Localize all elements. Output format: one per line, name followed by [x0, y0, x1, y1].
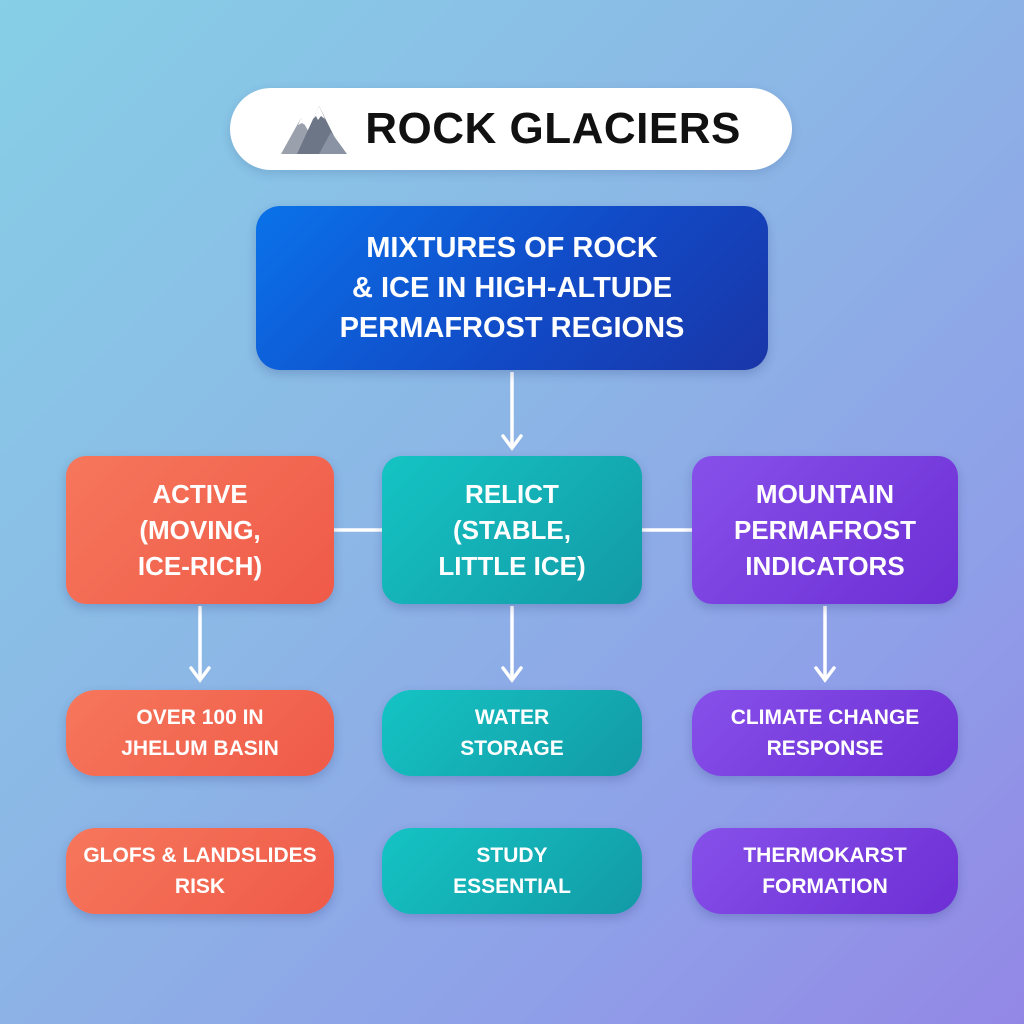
definition-text: MIXTURES OF ROCK & ICE IN HIGH-ALTUDE PE… [339, 232, 685, 344]
detail-water-storage-text: WATER STORAGE [460, 706, 564, 760]
category-mountain-permafrost: MOUNTAIN PERMAFROST INDICATORS [692, 456, 958, 604]
page-title: ROCK GLACIERS [365, 104, 741, 153]
detail-glofs-landslides-text: GLOFS & LANDSLIDES RISK [83, 844, 317, 898]
detail-thermokarst: THERMOKARST FORMATION [692, 828, 958, 914]
detail-climate-change: CLIMATE CHANGE RESPONSE [692, 690, 958, 776]
detail-jhelum-basin-text: OVER 100 IN JHELUM BASIN [121, 706, 279, 760]
category-relict-label: RELICT (STABLE, LITTLE ICE) [438, 479, 586, 581]
arrow-relict-down-head [501, 666, 523, 683]
detail-glofs-landslides: GLOFS & LANDSLIDES RISK [66, 828, 334, 914]
arrow-active-down-head [189, 666, 211, 683]
arrow-top-to-relict-head [501, 434, 523, 451]
detail-study-essential-text: STUDY ESSENTIAL [453, 844, 571, 898]
category-active: ACTIVE (MOVING, ICE-RICH) [66, 456, 334, 604]
title-banner: ROCK GLACIERS [230, 88, 792, 170]
category-active-label: ACTIVE (MOVING, ICE-RICH) [137, 479, 263, 581]
detail-water-storage: WATER STORAGE [382, 690, 642, 776]
detail-thermokarst-text: THERMOKARST FORMATION [743, 844, 907, 898]
arrow-mountain-down-head [814, 666, 836, 683]
category-mountain-permafrost-label: MOUNTAIN PERMAFROST INDICATORS [734, 479, 916, 581]
mountain-icon [281, 104, 348, 154]
definition-node: MIXTURES OF ROCK & ICE IN HIGH-ALTUDE PE… [256, 206, 768, 370]
category-relict: RELICT (STABLE, LITTLE ICE) [382, 456, 642, 604]
detail-climate-change-text: CLIMATE CHANGE RESPONSE [730, 706, 920, 760]
detail-study-essential: STUDY ESSENTIAL [382, 828, 642, 914]
detail-jhelum-basin: OVER 100 IN JHELUM BASIN [66, 690, 334, 776]
